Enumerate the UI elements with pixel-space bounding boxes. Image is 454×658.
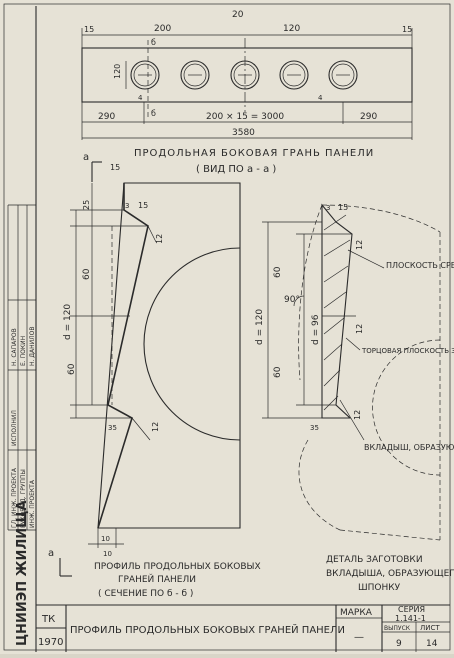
tb-year: 1970 [38,637,63,648]
sig-role-4: ИСПОЛНИЛ [11,410,18,446]
view-mark-a-top: а [83,152,89,163]
profile-edge [97,183,149,529]
opening-2 [180,60,210,90]
profile-dim-3: 3 [125,202,129,210]
profile-dim-15: 15 [138,201,148,210]
detail-top-dash [321,204,441,233]
tb-marka-value: — [354,632,364,643]
tb-sheet-title: ПРОФИЛЬ ПРОДОЛЬНЫХ БОКОВЫХ ГРАНЕЙ ПАНЕЛИ [70,623,345,636]
detail-dim-3: 3 [326,204,330,212]
detail-dim-12-top: 12 [355,240,364,250]
tb-list-value: 14 [426,639,438,649]
sig-name-3: Н. ДАНИЛОВ [29,327,36,366]
sig-role-3: ИНЖ. ПРОЕКТА [29,479,36,528]
detail-arc [372,339,441,476]
detail-title-line1: ДЕТАЛЬ ЗАГОТОВКИ [326,555,423,565]
profile-title-line2: ГРАНЕЙ ПАНЕЛИ [118,573,196,585]
org-name: ЦНИИЭП ЖИЛИЩА [15,501,30,646]
opening-1 [130,60,160,90]
profile-dim-d120: d = 120 [63,304,73,340]
label-insert: ВКЛАДЫШ, ОБРАЗУЮЩИЙ ШПОНКУ [364,441,454,452]
dim-top-15-left: 15 [84,25,94,34]
view-mark-a-bottom: а [48,548,54,559]
panel-outline [97,182,241,529]
tb-vypusk-label: ВЫПУСК [384,625,411,632]
label-end-plane: ТОРЦОВАЯ ПЛОСКОСТЬ ЗАГОТОВКИ ВКЛАДЫША ДО… [361,347,454,355]
profile-dim-12-top: 12 [155,234,164,244]
dim-bottom-290-right: 290 [360,112,377,122]
dim-top-15-right: 15 [402,25,412,34]
tb-list-label: ЛИСТ [420,624,440,632]
sig-role-1: ГЛ. ИНЖ. ПРОЕКТА [11,467,18,528]
profile-dim-10-a: 10 [101,535,110,543]
title-block: ЦНИИЭП ЖИЛИЩА ТК 1970 ПРОФИЛЬ ПРОДОЛЬНЫХ… [15,501,450,652]
profile-dim-12-bottom: 12 [151,422,160,432]
profile-dim-60-bottom: 60 [67,363,77,375]
top-view-subtitle: ( ВИД ПО а - а ) [196,164,276,175]
sig-name-1: Н. САПАРОВ [11,328,18,366]
tb-seria-value: 1.141-1 [395,614,426,623]
dim-top-120: 120 [283,24,300,34]
profile-dim-15-top: 15 [110,163,120,172]
detail-dim-12-bottom: 12 [353,410,362,420]
tb-marka-label: МАРКА [340,608,373,618]
profile-dim-25: 25 [82,200,91,210]
label-cut-plane: ПЛОСКОСТЬ СРЕЗА [386,261,454,270]
sig-role-2: РУКОВОД. ГРУППЫ [20,469,27,528]
page-number: 20 [232,10,244,20]
insert-hatching [323,214,351,411]
dim-total-3580: 3580 [232,128,255,138]
dim-left-120: 120 [113,64,122,79]
profile-dim-35: 35 [108,424,117,432]
opening-4 [279,60,309,90]
top-view-title: ПРОДОЛЬНАЯ БОКОВАЯ ГРАНЬ ПАНЕЛИ [134,148,374,159]
dim-bottom-290-left: 290 [98,112,115,122]
profile-title-line3: ( СЕЧЕНИЕ ПО б - б ) [98,589,193,599]
panel-side-face [81,47,413,103]
detail-dim-d120: d = 120 [255,309,265,345]
tb-code: ТК [41,614,55,625]
dim-top-200: 200 [154,24,171,34]
section-mark-top: б [151,38,156,47]
detail-dim-60-bottom: 60 [273,366,283,378]
profile-dim-10-b: 10 [103,550,112,558]
section-mark-bottom: б [151,109,156,118]
sheet-border [3,3,451,651]
hollow-arc [143,247,241,441]
opening-3 [230,60,260,90]
detail-dim-15: 15 [338,203,348,212]
opening-5 [328,60,358,90]
detail-title-line3: ШПОНКУ [358,583,401,593]
top-view: 15 200 120 15 120 4 4 б б 290 200 × 15 =… [81,24,413,175]
insert-hatched [321,203,353,419]
tb-seria-label: СЕРИЯ [398,605,425,614]
signature-strip: ГЛ. ИНЖ. ПРОЕКТА РУКОВОД. ГРУППЫ ИНЖ. ПР… [7,204,36,531]
detail-dim-35: 35 [310,424,319,432]
sig-name-2: Е. ПОКИН [20,336,27,366]
detail-dim-12-mid: 12 [355,324,364,334]
profile-section: а а 15 25 3 15 12 60 60 d = 120 35 12 [48,152,261,599]
detail-title-line2: ВКЛАДЫША, ОБРАЗУЮЩЕГО [326,569,454,579]
dim-small-4-a: 4 [138,94,143,102]
detail-dim-d96: d = 96 [311,314,321,345]
profile-dim-60-top: 60 [82,268,92,280]
tb-vypusk-value: 9 [396,639,402,649]
dim-small-4-b: 4 [318,94,323,102]
detail-insert: 3 15 12 60 60 d = 120 d = 96 12 35 12 90… [255,203,454,593]
detail-angle-90: 90° [284,295,300,305]
detail-dim-60-top: 60 [273,266,283,278]
dim-bottom-series: 200 × 15 = 3000 [206,112,284,122]
profile-title-line1: ПРОФИЛЬ ПРОДОЛЬНЫХ БОКОВЫХ [94,562,261,572]
